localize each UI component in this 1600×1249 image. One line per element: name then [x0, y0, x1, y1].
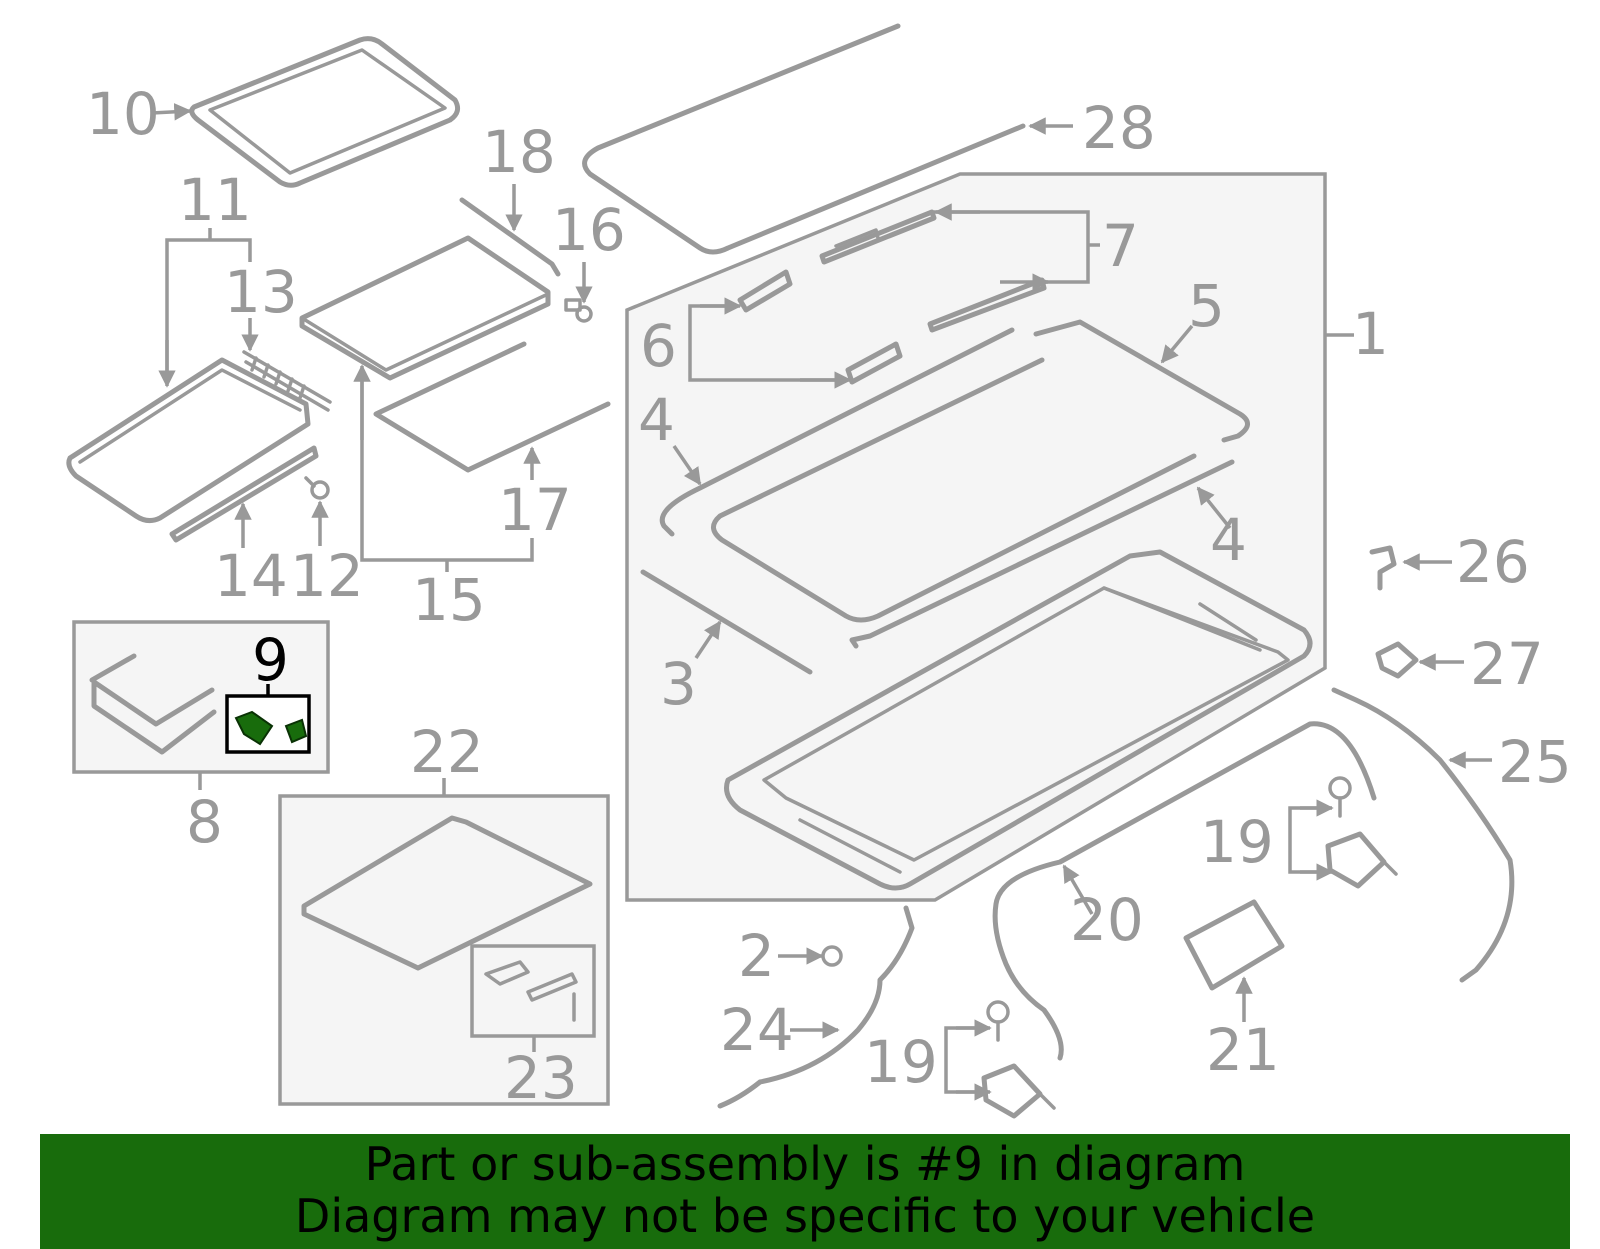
- part-8-deflector[interactable]: [89, 653, 217, 755]
- part-5-seal[interactable]: [1033, 319, 1250, 443]
- callout-13: 13: [224, 258, 298, 326]
- part-19-motor-upper[interactable]: [1325, 776, 1398, 889]
- callout-6: 6: [640, 312, 677, 380]
- part-10-glass-panel[interactable]: [189, 36, 461, 188]
- callout-9: 9: [252, 626, 289, 694]
- part-24-drain-hose[interactable]: [717, 905, 915, 1109]
- callout-10: 10: [86, 80, 160, 148]
- part-25-drain-hose[interactable]: [1331, 687, 1515, 983]
- callout-11: 11: [178, 166, 252, 234]
- part-22-sunshade[interactable]: [301, 815, 593, 971]
- callout-21: 21: [1206, 1016, 1280, 1084]
- callout-18: 18: [482, 118, 556, 186]
- callout-1: 1: [1352, 300, 1389, 368]
- callout-26: 26: [1456, 528, 1530, 596]
- callout-4-rear: 4: [1210, 506, 1247, 574]
- banner-line-1: Part or sub-assembly is #9 in diagram: [364, 1137, 1246, 1191]
- callout-12: 12: [290, 542, 364, 610]
- module-frame-outline: [625, 172, 1327, 902]
- part-28-roof-seal[interactable]: [582, 23, 1026, 255]
- module-glass-panel: [711, 357, 1197, 623]
- part-11-rear-panel[interactable]: [66, 357, 311, 524]
- callout-16: 16: [552, 196, 626, 264]
- part-12-bolt[interactable]: [304, 476, 330, 500]
- callout-17: 17: [498, 476, 572, 544]
- part-16-clip[interactable]: [564, 298, 593, 323]
- part-21-control-module[interactable]: [1183, 899, 1285, 991]
- callout-19-lower: 19: [864, 1028, 938, 1096]
- callout-25: 25: [1498, 728, 1572, 796]
- callout-20: 20: [1070, 886, 1144, 954]
- callout-7: 7: [1102, 212, 1139, 280]
- part-13-deflector-strip[interactable]: [242, 350, 332, 412]
- part-4-seal-front[interactable]: [659, 327, 1015, 537]
- callout-4-front: 4: [638, 386, 675, 454]
- part-3-drain-strip[interactable]: [640, 569, 813, 675]
- info-banner: Part or sub-assembly is #9 in diagram Di…: [40, 1134, 1570, 1249]
- part-4-seal-rear[interactable]: [849, 459, 1235, 649]
- part-26-clip[interactable]: [1369, 545, 1397, 591]
- part-9-clip[interactable]: [234, 710, 274, 746]
- callout-23: 23: [504, 1044, 578, 1112]
- part-9-retainer[interactable]: [284, 718, 308, 744]
- callout-27: 27: [1470, 630, 1544, 698]
- callout-2: 2: [738, 922, 775, 990]
- part-27-bracket[interactable]: [1375, 641, 1419, 679]
- part-19-motor-lower[interactable]: [981, 1000, 1056, 1119]
- callout-5: 5: [1188, 272, 1225, 340]
- callout-24: 24: [720, 996, 794, 1064]
- part-18-seal-strip[interactable]: [459, 197, 561, 277]
- callout-19-upper: 19: [1200, 808, 1274, 876]
- callout-22: 22: [410, 718, 484, 786]
- part-23-clips[interactable]: [484, 960, 578, 1022]
- callout-8: 8: [186, 788, 223, 856]
- banner-line-2: Diagram may not be specific to your vehi…: [294, 1189, 1316, 1243]
- part-17-glass-frame[interactable]: [373, 341, 611, 473]
- callout-14: 14: [214, 542, 288, 610]
- callout-28: 28: [1082, 94, 1156, 162]
- part-15-glass-panel[interactable]: [299, 235, 551, 381]
- part-20-drive-cable[interactable]: [992, 721, 1377, 1061]
- callout-3: 3: [660, 650, 697, 718]
- module-frame: [724, 549, 1313, 891]
- callout-15: 15: [412, 566, 486, 634]
- part-14-trim-strip[interactable]: [169, 445, 319, 543]
- part-2-nut[interactable]: [821, 945, 843, 967]
